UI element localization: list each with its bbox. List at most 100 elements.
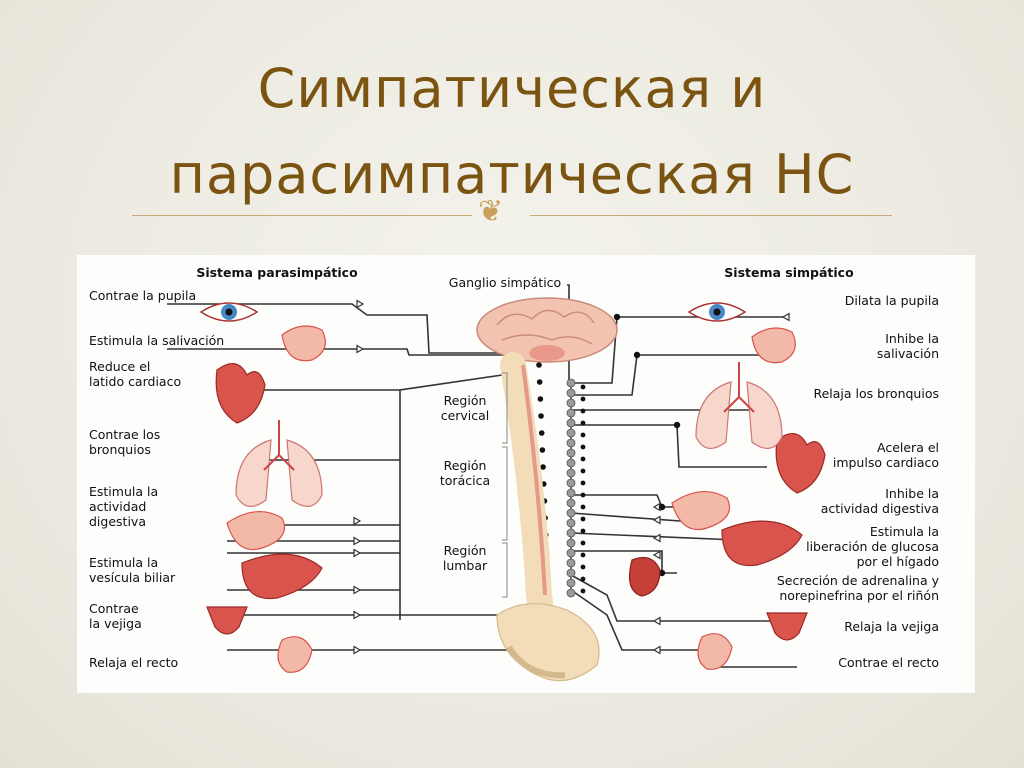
symp-nerve-saliva <box>571 354 777 396</box>
salivary-gland-icon-left <box>281 325 326 362</box>
symp-chain-node <box>580 588 586 594</box>
para-arrow-pupil <box>356 299 365 309</box>
symp-arrow-pupil <box>781 312 790 322</box>
symp-arrow-digest-2 <box>652 515 661 525</box>
region-label-line: cervical <box>441 408 490 423</box>
para-label-line: Contrae los <box>89 427 160 442</box>
lungs-icon-left-r <box>286 439 323 507</box>
para-header: Sistema parasimpático <box>196 265 358 280</box>
eye-icon-left-pupil <box>225 308 233 316</box>
spinal-node <box>537 396 544 402</box>
region-bracket-lumbar <box>502 542 508 598</box>
para-label-line: la vejiga <box>89 616 142 631</box>
para-arrow-bladder <box>353 610 362 620</box>
rectum-icon-left <box>277 636 313 673</box>
ganglion-node <box>566 568 576 578</box>
symp-chain-node <box>580 504 586 510</box>
liver-icon-left <box>241 553 323 600</box>
ganglion-node <box>566 408 576 418</box>
para-label-line: Relaja el recto <box>89 655 178 670</box>
symp-label: Relaja los bronquios <box>813 386 939 401</box>
symp-chain-node <box>580 432 586 438</box>
stomach-icon-right <box>671 491 731 531</box>
ganglion-node <box>566 448 576 458</box>
para-arrow-rectum <box>353 645 362 655</box>
symp-label-line: salivación <box>877 346 939 361</box>
symp-chain-node <box>580 492 586 498</box>
ganglion-node <box>566 378 576 388</box>
heart-icon-right <box>775 433 826 494</box>
region-label-line: torácica <box>440 473 490 488</box>
ganglion-node <box>566 538 576 548</box>
para-label-line: actividad <box>89 499 146 514</box>
symp-chain-node <box>580 468 586 474</box>
ganglion-node <box>566 488 576 498</box>
ganglion-node <box>566 498 576 508</box>
bladder-icon-left <box>206 606 248 635</box>
symp-chain-node <box>580 420 586 426</box>
spinal-node <box>538 413 544 419</box>
slide-title-line-1: Симпатическая и <box>257 57 767 120</box>
rectum-icon-right <box>697 633 733 670</box>
symp-label-line: Dilata la pupila <box>845 293 939 308</box>
spinal-node <box>539 447 546 453</box>
symp-node <box>673 421 681 429</box>
para-label-line: Estimula la <box>89 555 158 570</box>
spinal-cord <box>521 364 547 596</box>
para-label-line: Contrae la pupila <box>89 288 196 303</box>
kidney-icon <box>629 557 661 597</box>
para-arrow-gallbladder <box>353 585 362 595</box>
organ-figures <box>199 302 826 673</box>
lungs-icon-right-l <box>695 381 732 449</box>
symp-chain-node <box>580 396 586 402</box>
symp-nerve-kidney <box>571 550 677 574</box>
symp-chain-node <box>580 384 586 390</box>
para-label-line: Contrae <box>89 601 139 616</box>
symp-label-line: impulso cardiaco <box>833 455 939 470</box>
para-label: Contrae la pupila <box>89 288 196 303</box>
lungs-icon-right-r <box>746 381 783 449</box>
ganglion-node <box>566 528 576 538</box>
symp-label-line: Contrae el recto <box>838 655 939 670</box>
para-label-line: Estimula la salivación <box>89 333 224 348</box>
region-bracket-thoracic <box>502 446 508 541</box>
ganglion-label: Ganglio simpático <box>449 275 561 290</box>
para-label-line: bronquios <box>89 442 151 457</box>
symp-label-line: Secreción de adrenalina y <box>777 573 940 588</box>
symp-label-line: liberación de glucosa <box>806 539 939 554</box>
spinal-node <box>536 362 542 368</box>
symp-label-line: Estimula la <box>870 524 939 539</box>
sacrum-shape <box>506 645 566 679</box>
para-label: Relaja el recto <box>89 655 178 670</box>
region-label-line: Región <box>444 458 487 473</box>
symp-label-line: actividad digestiva <box>821 501 939 516</box>
slide-title-line-2: парасимпатическая НС <box>169 143 855 206</box>
para-nerve-saliva <box>167 348 517 356</box>
symp-chain-node <box>580 576 586 582</box>
symp-nerve-heart <box>571 424 767 468</box>
para-label-line: vesícula biliar <box>89 570 176 585</box>
symp-label-line: Relaja los bronquios <box>813 386 939 401</box>
spinal-node <box>536 379 543 385</box>
ganglion-node <box>566 398 576 408</box>
ganglion-node <box>566 588 576 598</box>
ganglion-node <box>566 428 576 438</box>
symp-node <box>613 313 621 321</box>
ganglion-node <box>566 478 576 488</box>
para-label-line: Estimula la <box>89 484 158 499</box>
symp-arrow-kidney <box>652 550 661 560</box>
para-label-line: Reduce el <box>89 359 150 374</box>
symp-arrow-liver <box>652 533 661 543</box>
symp-nerve-liver <box>570 532 738 541</box>
symp-chain-node <box>580 516 586 522</box>
bladder-icon-right <box>766 612 808 641</box>
